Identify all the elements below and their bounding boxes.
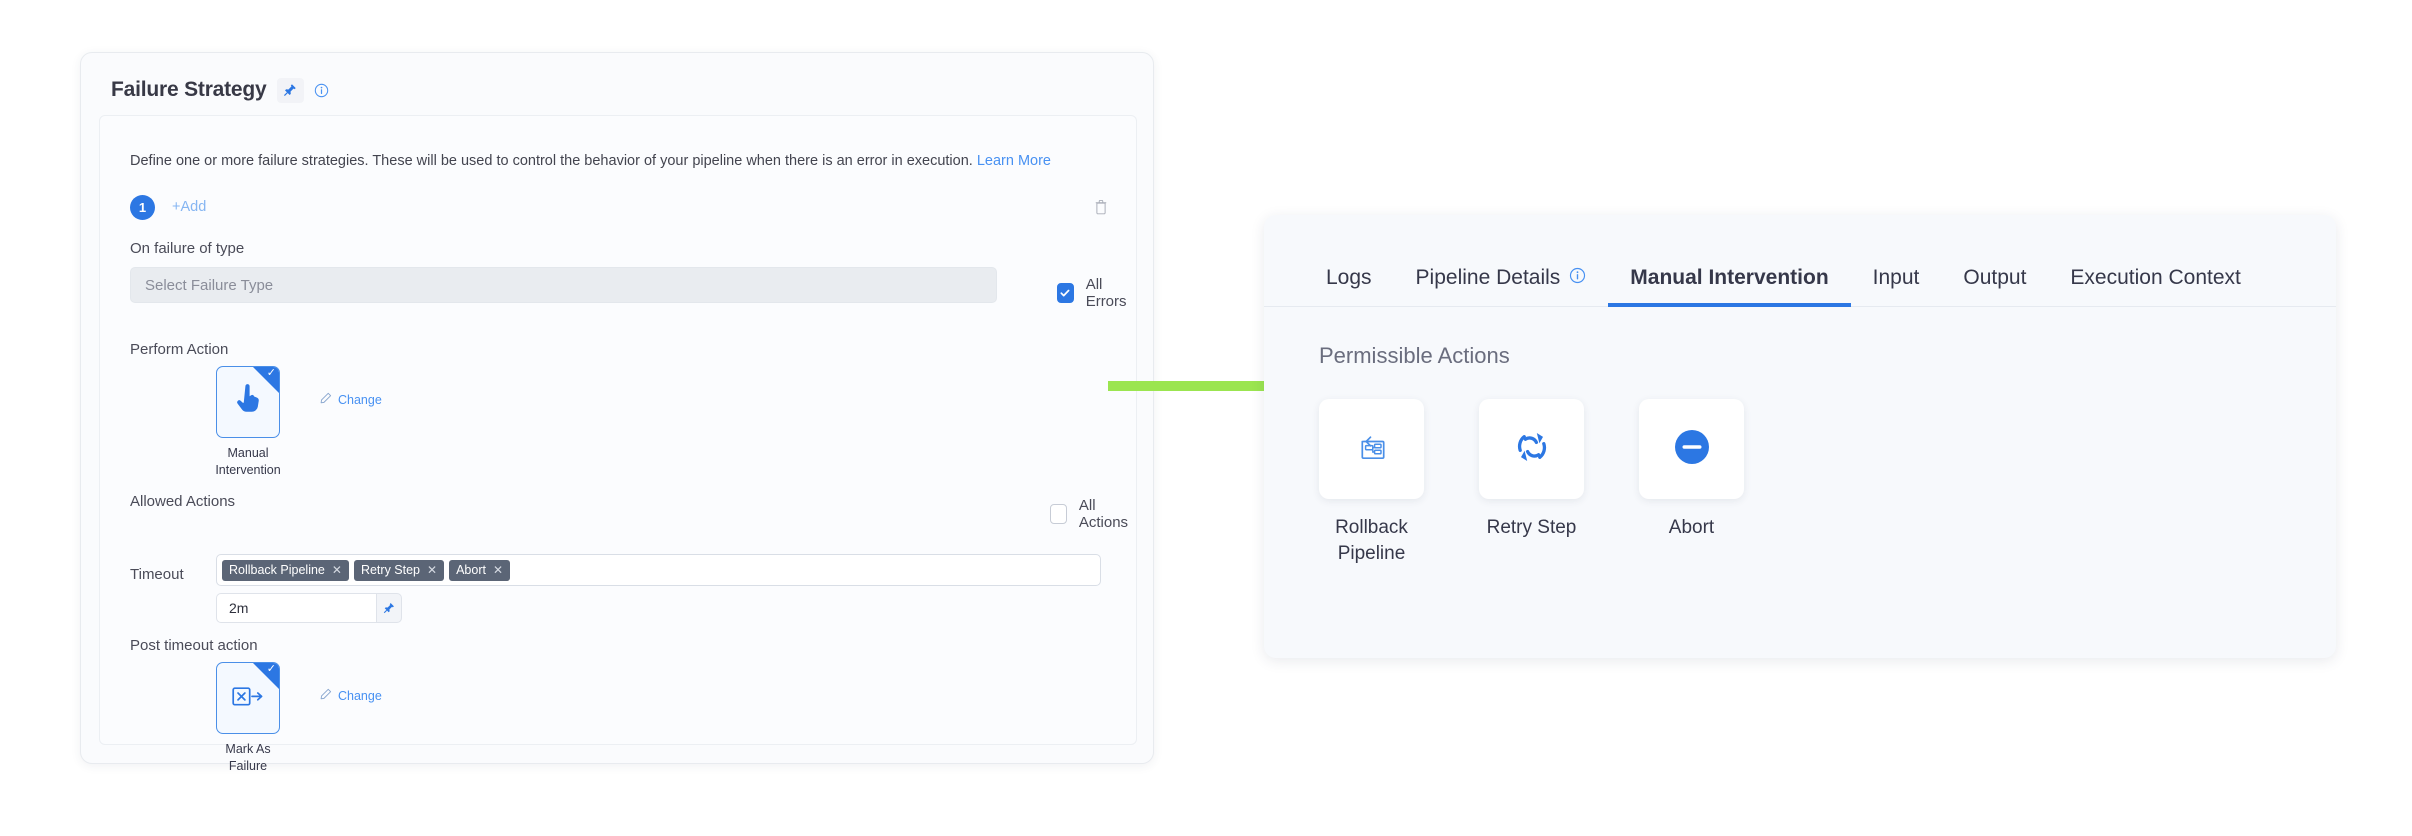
retry-step-icon xyxy=(1510,425,1554,474)
timeout-label: Timeout xyxy=(130,566,184,583)
all-actions-checkbox-row[interactable]: All Actions xyxy=(1050,497,1136,531)
selected-corner-badge xyxy=(253,367,279,393)
change-label: Change xyxy=(338,392,382,407)
failure-type-select[interactable]: Select Failure Type xyxy=(130,267,997,303)
tab-output[interactable]: Output xyxy=(1941,266,2048,306)
abort-minus-circle-icon xyxy=(1671,426,1713,473)
post-timeout-tile-group: ✓ Mark As Failure Change xyxy=(216,662,382,775)
action-abort[interactable]: Abort xyxy=(1639,399,1744,566)
info-circle-icon[interactable] xyxy=(314,83,329,98)
remove-tag-icon[interactable]: ✕ xyxy=(331,563,342,577)
action-retry-step[interactable]: Retry Step xyxy=(1479,399,1584,566)
action-tag[interactable]: Rollback Pipeline ✕ xyxy=(222,559,349,581)
permissible-actions-list: Rollback Pipeline Ret xyxy=(1319,399,2336,566)
all-actions-checkbox[interactable] xyxy=(1050,504,1067,524)
mark-as-failure-tile[interactable]: ✓ xyxy=(216,662,280,734)
action-tag-label: Abort xyxy=(456,563,486,577)
pencil-icon xyxy=(320,392,332,407)
pencil-icon xyxy=(320,688,332,703)
info-circle-icon[interactable] xyxy=(1569,266,1586,290)
change-post-timeout-action-button[interactable]: Change xyxy=(320,688,382,703)
selected-check-icon: ✓ xyxy=(266,367,276,379)
tab-label: Logs xyxy=(1326,266,1372,289)
remove-tag-icon[interactable]: ✕ xyxy=(492,563,504,577)
tab-label: Pipeline Details xyxy=(1415,266,1561,289)
post-timeout-action-label: Post timeout action xyxy=(130,637,258,654)
action-card[interactable] xyxy=(1479,399,1584,499)
permissible-actions-title: Permissible Actions xyxy=(1319,343,1510,368)
perform-action-tile-group: ✓ Manual Intervention Change xyxy=(215,366,382,479)
tab-input[interactable]: Input xyxy=(1851,266,1942,306)
action-tag-label: Retry Step xyxy=(360,563,421,577)
action-card[interactable] xyxy=(1639,399,1744,499)
rollback-pipeline-icon xyxy=(1352,427,1392,472)
action-tag[interactable]: Abort ✕ xyxy=(449,559,511,581)
action-rollback-pipeline[interactable]: Rollback Pipeline xyxy=(1319,399,1424,566)
perform-action-label: Perform Action xyxy=(130,341,229,358)
failure-strategy-body: Define one or more failure strategies. T… xyxy=(99,115,1137,773)
action-card[interactable] xyxy=(1319,399,1424,499)
tab-logs[interactable]: Logs xyxy=(1304,266,1394,306)
all-actions-label: All Actions xyxy=(1078,497,1129,531)
strategy-add-row: 1 +Add xyxy=(130,194,1108,220)
learn-more-link[interactable]: Learn More xyxy=(976,153,1051,169)
action-label: Rollback Pipeline xyxy=(1335,517,1408,564)
action-tag[interactable]: Retry Step ✕ xyxy=(353,559,445,581)
remove-tag-icon[interactable]: ✕ xyxy=(427,563,438,577)
action-tag-label: Rollback Pipeline xyxy=(229,563,325,577)
add-strategy-button[interactable]: +Add xyxy=(172,199,207,215)
tab-bar: Logs Pipeline Details Manual Interventio… xyxy=(1264,215,2336,307)
manual-intervention-tile[interactable]: ✓ xyxy=(216,366,280,438)
description-text: Define one or more failure strategies. T… xyxy=(130,153,973,169)
on-failure-type-label: On failure of type xyxy=(130,240,245,257)
timeout-value: 2m xyxy=(229,600,249,616)
pin-icon[interactable] xyxy=(276,77,304,103)
tab-label: Manual Intervention xyxy=(1630,266,1829,289)
failure-type-placeholder: Select Failure Type xyxy=(145,276,274,294)
timeout-input[interactable]: 2m xyxy=(216,593,376,623)
trash-icon[interactable] xyxy=(1094,199,1108,215)
all-errors-label: All Errors xyxy=(1085,276,1127,310)
action-label: Retry Step xyxy=(1486,517,1577,538)
manual-intervention-caption: Manual Intervention xyxy=(215,446,281,477)
panel-description: Define one or more failure strategies. T… xyxy=(130,152,1051,171)
change-perform-action-button[interactable]: Change xyxy=(320,392,382,407)
mark-as-failure-icon xyxy=(231,683,265,714)
allowed-actions-input[interactable]: Rollback Pipeline ✕ Retry Step ✕ Abort ✕ xyxy=(216,554,1101,586)
tab-label: Execution Context xyxy=(2070,266,2241,289)
selected-check-icon: ✓ xyxy=(266,663,276,675)
tab-manual-intervention[interactable]: Manual Intervention xyxy=(1608,266,1852,307)
strategy-index-badge[interactable]: 1 xyxy=(130,194,155,220)
page-title: Failure Strategy xyxy=(111,78,267,101)
tab-label: Output xyxy=(1963,266,2027,289)
failure-strategy-panel: Failure Strategy Define one or more fail… xyxy=(80,52,1154,773)
pointing-hand-icon xyxy=(233,383,263,422)
all-errors-checkbox[interactable] xyxy=(1057,283,1074,303)
tab-execution-context[interactable]: Execution Context xyxy=(2048,266,2262,306)
action-label: Abort xyxy=(1668,517,1715,538)
panel-header: Failure Strategy xyxy=(81,53,1153,105)
timeout-pin-icon[interactable] xyxy=(376,593,402,623)
allowed-actions-label: Allowed Actions xyxy=(130,493,236,510)
execution-details-panel: Logs Pipeline Details Manual Interventio… xyxy=(1264,215,2336,658)
timeout-field-group: 2m xyxy=(216,593,402,623)
selected-corner-badge xyxy=(253,663,279,689)
all-errors-checkbox-row[interactable]: All Errors xyxy=(1057,276,1136,310)
tab-pipeline-details[interactable]: Pipeline Details xyxy=(1394,266,1609,306)
mark-as-failure-caption: Mark As Failure xyxy=(225,742,271,773)
change-label: Change xyxy=(338,688,382,703)
tab-label: Input xyxy=(1872,266,1920,289)
